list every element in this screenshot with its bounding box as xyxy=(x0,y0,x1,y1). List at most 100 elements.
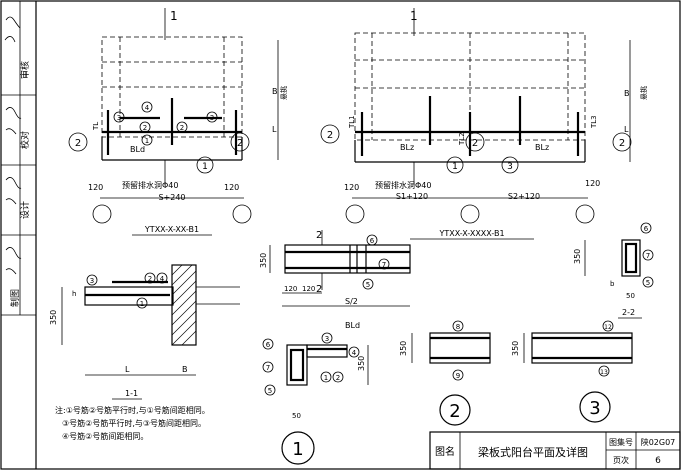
plan-left-dim-B: B xyxy=(272,87,278,96)
plan-right-dim-s1: S1+120 xyxy=(396,192,428,201)
detail1-mark-7: 7 xyxy=(266,364,270,372)
section11-mark-3: 3 xyxy=(90,277,94,285)
detail1-beam-label: BLd xyxy=(345,321,360,330)
detail3-number: 3 xyxy=(589,398,600,419)
plan-left-dim-L: L xyxy=(272,125,277,134)
plan-left-caption: YTXX-X-XX-B1 xyxy=(144,225,199,234)
section11-dim-L: L xyxy=(125,365,130,374)
detail2-dim-350: 350 xyxy=(399,341,408,356)
detail-3: 12 13 350 3 xyxy=(511,320,633,423)
beam-elevation: 2 2 6 7 5 350 120 120 S/2 xyxy=(259,230,411,307)
detail3-dim-350: 350 xyxy=(511,341,520,356)
plan-right-caption: YTXX-X-XXXX-B1 xyxy=(438,229,504,238)
detail2-mark-9: 9 xyxy=(456,372,460,380)
side-label-review: 审核 xyxy=(19,61,31,79)
plan-right-dim-L: L xyxy=(624,125,629,134)
plan-left-section-mark: 1 xyxy=(170,9,178,23)
plan-right-axis-right: 2 xyxy=(619,138,625,149)
plan-left-mark-3b: 3 xyxy=(210,114,214,122)
beam-elev-dim-350: 350 xyxy=(259,253,268,268)
title-block: 图名 梁板式阳台平面及详图 图集号 陕02G07 页次 6 xyxy=(429,431,681,470)
side-label-design: 设计 xyxy=(19,201,31,219)
plan-left-dim-span: S+240 xyxy=(158,193,185,202)
section-1-1: 3 2 4 1 350 h L B 1-1 xyxy=(49,264,240,400)
beam-elev-mark-top: 2 xyxy=(316,230,322,241)
detail1-dim-50: 50 xyxy=(292,412,301,420)
detail2-circle xyxy=(439,394,471,426)
section11-mark-2: 2 xyxy=(148,275,152,283)
plan-left-dim-right: 120 xyxy=(224,183,239,192)
plan-left-axis-right xyxy=(230,132,250,152)
plan-left-extend: 悬挑 xyxy=(279,86,288,100)
plan-left: 1 2 2 3 2 2 3 4 1 1 BLd TL 预留排水洞Φ40 120 … xyxy=(68,8,288,236)
section22-mark-5: 5 xyxy=(646,279,650,287)
detail1-number: 1 xyxy=(292,439,303,460)
section11-dim-B: B xyxy=(182,365,188,374)
page-number: 6 xyxy=(655,456,661,466)
section11-mark-1: 1 xyxy=(140,300,144,308)
plan-right-drain-note: 预留排水洞Φ40 xyxy=(375,180,431,190)
beam-elev-mark-bottom: 2 xyxy=(316,284,322,295)
plan-right-section-mark: 1 xyxy=(410,9,418,23)
detail1-dim-350: 350 xyxy=(357,356,366,371)
plan-right-extend: 悬挑 xyxy=(639,86,648,100)
beam-elev-dim-120a: 120 xyxy=(284,285,297,293)
detail1-mark-2: 2 xyxy=(336,374,340,382)
plan-left-tl-label: TL xyxy=(92,122,100,131)
section22-caption: 2-2 xyxy=(622,308,635,317)
section22-mark-7: 7 xyxy=(646,252,650,260)
section11-dim-h: h xyxy=(72,290,76,298)
note-line-2: ③号筋②号筋平行时,与③号筋间距相同。 xyxy=(62,418,206,428)
plan-left-dim-left: 120 xyxy=(88,183,103,192)
plan-left-axis-left-label: 2 xyxy=(75,138,81,149)
plan-right-beam-left: BLz xyxy=(400,143,414,152)
title-label-page: 页次 xyxy=(613,455,629,465)
plan-right-axis-left: 2 xyxy=(327,130,333,141)
plan-right: 1 2 2 2 1 3 BLz BLz TL1 TL2 TL3 预留排水洞Φ40… xyxy=(320,8,648,240)
plan-right-tl2: TL2 xyxy=(458,132,466,146)
plan-left-mark-2: 2 xyxy=(143,124,147,132)
section11-dim-350: 350 xyxy=(49,310,58,325)
section22-mark-6: 6 xyxy=(644,225,649,233)
plan-left-mark-4: 4 xyxy=(145,104,150,112)
title-label-name: 图名 xyxy=(435,445,455,458)
plan-right-axis-mid: 2 xyxy=(472,138,478,149)
detail-2: 8 9 350 2 xyxy=(399,320,491,426)
beam-elev-mark-6: 6 xyxy=(370,237,375,245)
notes: 注:①号筋②号筋平行时,与①号筋间距相同。 ③号筋②号筋平行时,与③号筋间距相同… xyxy=(55,405,210,441)
signature-check xyxy=(5,107,22,135)
detail-1: BLd 6 3 4 7 1 2 5 350 50 1 xyxy=(262,321,369,465)
side-block: 审核 校对 设计 制图 xyxy=(1,1,36,316)
beam-elev-mark-5: 5 xyxy=(366,281,370,289)
atlas-number: 陕02G07 xyxy=(641,437,676,447)
plan-right-tl1: TL1 xyxy=(348,115,356,129)
section-2-2: 6 7 5 350 b 50 2-2 xyxy=(573,222,654,319)
detail2-number: 2 xyxy=(449,401,460,422)
plan-left-mark-1: 1 xyxy=(145,137,149,145)
note-line-1: 注:①号筋②号筋平行时,与①号筋间距相同。 xyxy=(55,405,210,415)
detail3-mark-12: 12 xyxy=(604,324,612,331)
plan-right-detail-1: 1 xyxy=(452,162,458,172)
beam-elev-dim-120b: 120 xyxy=(302,285,315,293)
drawing-title: 梁板式阳台平面及详图 xyxy=(478,445,588,459)
plan-right-tl3: TL3 xyxy=(590,115,598,129)
plan-right-beam-right: BLz xyxy=(535,143,549,152)
detail1-circle xyxy=(281,431,315,465)
plan-left-mark-3: 3 xyxy=(117,114,121,122)
plan-right-detail-3: 3 xyxy=(507,162,513,172)
detail1-mark-5: 5 xyxy=(268,387,272,395)
signature-design xyxy=(5,177,22,205)
plan-left-drain-note: 预留排水洞Φ40 xyxy=(122,180,178,190)
side-label-check: 校对 xyxy=(19,131,31,149)
note-line-3: ④号筋②号筋间距相同。 xyxy=(62,431,148,441)
section11-mark-4: 4 xyxy=(160,275,165,283)
detail3-mark-13: 13 xyxy=(600,369,608,376)
plan-left-axis-left xyxy=(68,132,88,152)
side-label-draw: 制图 xyxy=(9,289,21,307)
plan-right-dim-left: 120 xyxy=(344,183,359,192)
detail1-mark-3: 3 xyxy=(325,335,329,343)
detail2-mark-8: 8 xyxy=(456,323,460,331)
